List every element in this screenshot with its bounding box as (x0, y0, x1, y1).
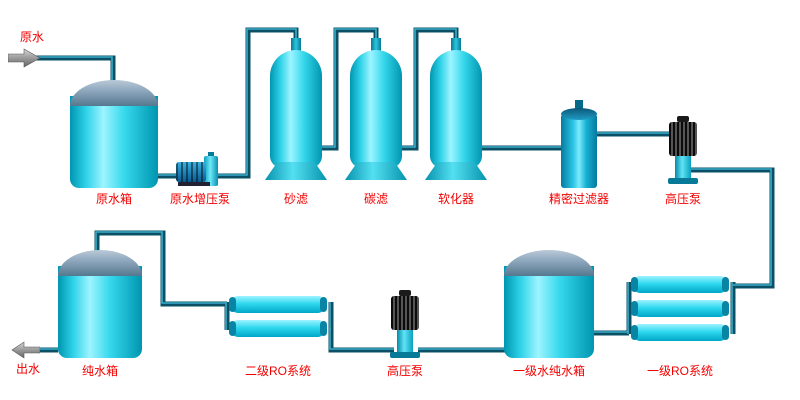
carbon-filter-vessel (345, 38, 407, 180)
pump-base (178, 182, 210, 186)
raw-water-label: 原水 (20, 30, 45, 44)
tank-body (70, 96, 158, 188)
pump-base (390, 352, 420, 358)
raw-water-tank-label: 原水箱 (95, 192, 132, 206)
pure-water-tank (58, 250, 142, 358)
pump-base (668, 178, 698, 184)
vessel-skirt (345, 162, 407, 180)
high-pressure-pump-2-label: 高压泵 (386, 364, 423, 378)
vessel-skirt (265, 162, 327, 180)
vessel-body (270, 50, 322, 168)
raw-water-tank (70, 80, 158, 188)
tank-body (504, 266, 594, 358)
high-pressure-pump-1 (667, 116, 699, 184)
water-outlet-arrow (11, 341, 40, 359)
raw-water-inlet-arrow (8, 48, 41, 68)
vessel-top-stub (291, 38, 301, 54)
pump-motor (669, 122, 697, 156)
precision-filter (561, 100, 597, 188)
pump-outlet-stub (208, 152, 214, 158)
vessel-top-stub (451, 38, 461, 54)
filter-body (561, 114, 597, 188)
ro2-membrane-tube (229, 320, 327, 337)
filter-top-cap (561, 108, 597, 120)
tank-dome (70, 80, 158, 106)
pipe-segment (328, 328, 394, 353)
filter-top-stub (575, 100, 583, 112)
precision-filter-label: 精密过滤器 (548, 192, 609, 206)
high-pressure-pump-2 (389, 290, 421, 358)
vessel-body (430, 50, 482, 168)
stage1-pure-water-tank (504, 250, 594, 358)
pump-cap (677, 116, 689, 122)
tank-body (58, 266, 142, 358)
ro-system-1-label: 一级RO系统 (646, 364, 713, 378)
carbon-filter-label: 碳滤 (363, 192, 388, 206)
pipe-segment (94, 230, 227, 307)
pump-motor (176, 162, 206, 182)
ro1-membrane-tube (631, 324, 729, 341)
vessel-skirt (425, 162, 487, 180)
ro2-membrane-tube (229, 296, 327, 313)
pure-water-tank-label: 纯水箱 (81, 364, 118, 378)
sand-filter-vessel (265, 38, 327, 180)
pipe-outer (30, 27, 775, 353)
booster-pump (176, 152, 220, 188)
pump-motor (391, 296, 419, 330)
stage1-pure-water-tank-label: 一级水纯水箱 (512, 364, 585, 378)
vessel-body (350, 50, 402, 168)
pump-head (204, 156, 218, 186)
vessel-top-stub (371, 38, 381, 54)
ro-system-2-label: 二级RO系统 (244, 364, 311, 378)
tank-dome (58, 250, 142, 276)
water-outlet-label: 出水 (16, 362, 41, 376)
tank-dome (504, 250, 594, 276)
pump-column (397, 330, 413, 352)
pipe-segment (688, 167, 775, 289)
sand-filter-label: 砂滤 (283, 192, 308, 206)
high-pressure-pump-1-label: 高压泵 (664, 192, 701, 206)
pump-cap (399, 290, 411, 296)
ro1-membrane-tube (631, 276, 729, 293)
pump-column (675, 156, 691, 178)
softener-label: 软化器 (437, 192, 474, 206)
pipe-highlight (30, 28, 772, 350)
softener-vessel (425, 38, 487, 180)
booster-pump-label: 原水增压泵 (169, 192, 230, 206)
ro1-membrane-tube (631, 300, 729, 317)
